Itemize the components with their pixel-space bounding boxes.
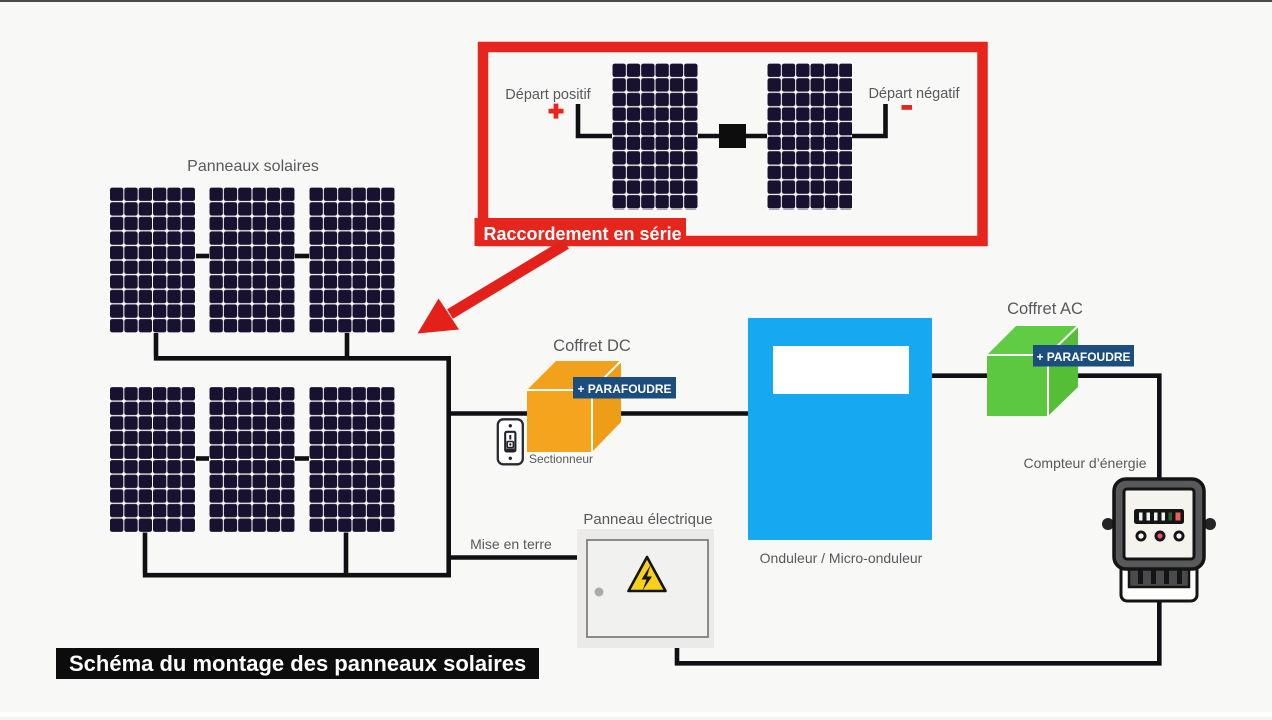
svg-text:+ PARAFOUDRE: + PARAFOUDRE <box>577 382 671 396</box>
svg-text:Raccordement en série: Raccordement en série <box>484 224 682 244</box>
svg-text:Schéma du montage des panneaux: Schéma du montage des panneaux solaires <box>69 651 526 676</box>
svg-text:Sectionneur: Sectionneur <box>529 452 593 466</box>
svg-text:Mise en terre: Mise en terre <box>470 536 552 552</box>
svg-text:Panneau électrique: Panneau électrique <box>583 511 712 528</box>
svg-text:Coffret AC: Coffret AC <box>1007 300 1083 318</box>
svg-text:Départ positif: Départ positif <box>505 87 591 103</box>
svg-text:Panneaux solaires: Panneaux solaires <box>187 158 319 175</box>
svg-text:Départ négatif: Départ négatif <box>868 86 960 102</box>
svg-text:Compteur d’énergie: Compteur d’énergie <box>1024 455 1147 471</box>
svg-text:Onduleur / Micro-onduleur: Onduleur / Micro-onduleur <box>760 550 923 566</box>
svg-text:+ PARAFOUDRE: + PARAFOUDRE <box>1036 350 1130 364</box>
svg-text:Coffret DC: Coffret DC <box>553 337 631 355</box>
